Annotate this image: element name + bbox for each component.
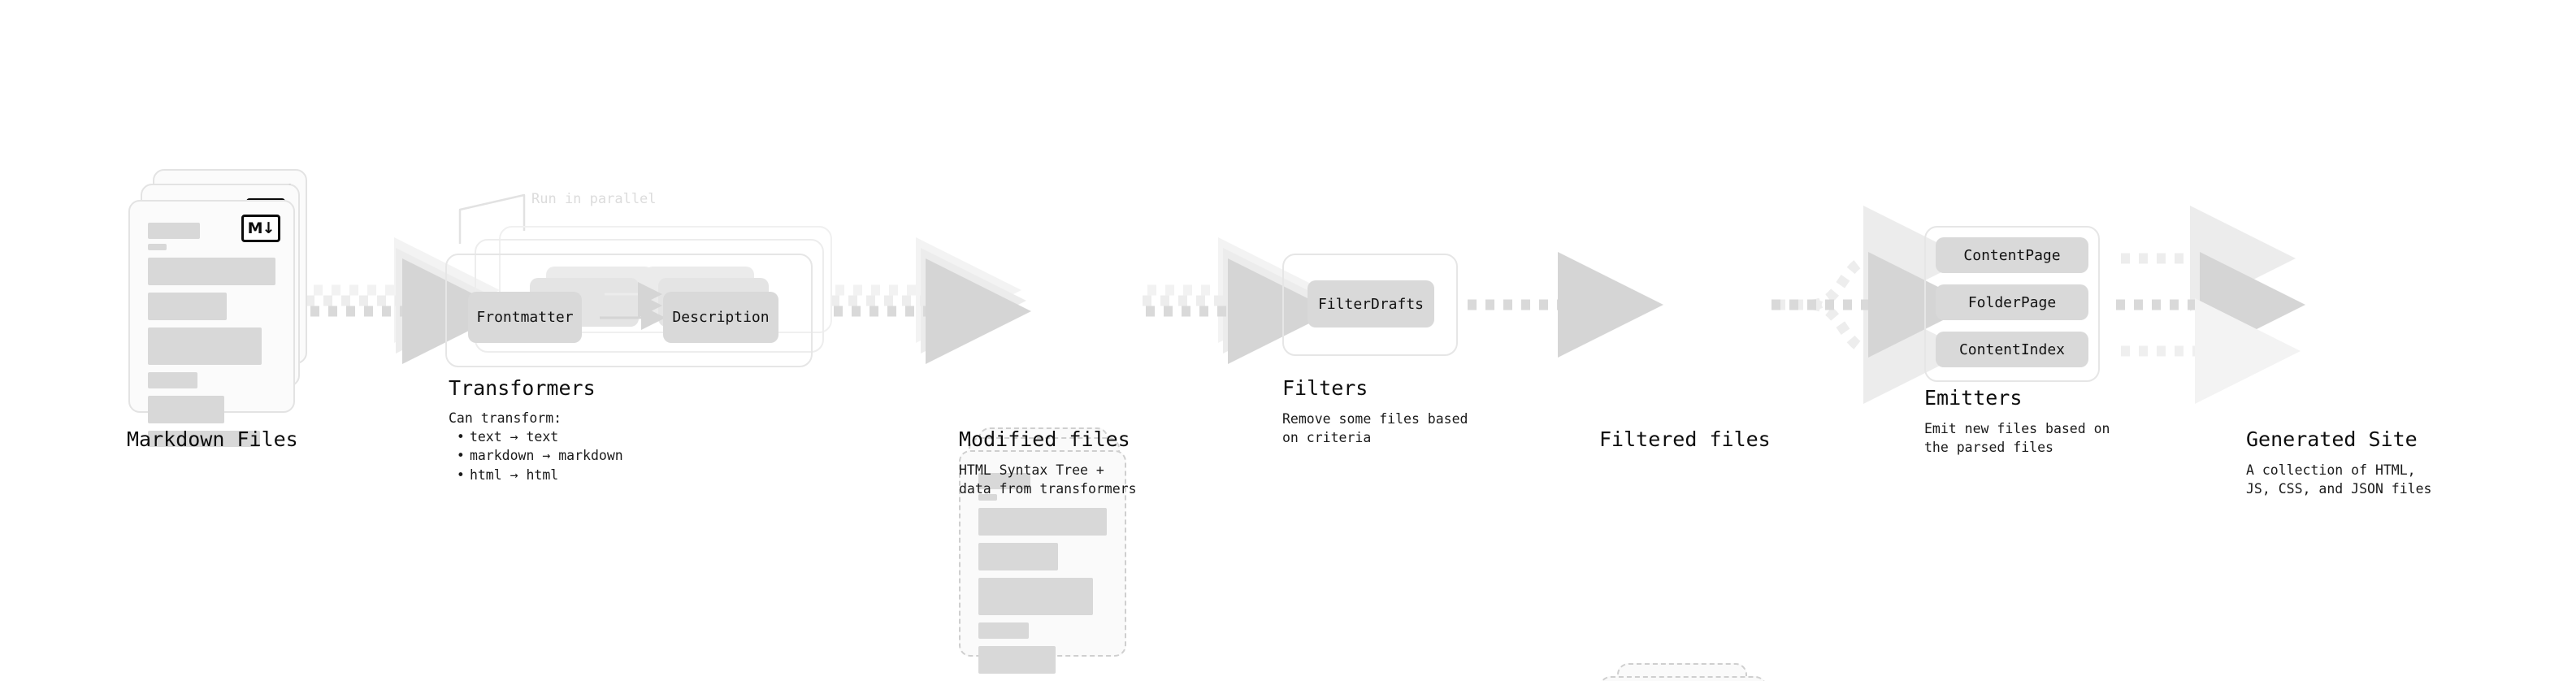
list-item: • text → text <box>449 428 559 445</box>
pill-label: FolderPage <box>1967 293 2057 311</box>
pill-label: FilterDrafts <box>1317 295 1425 313</box>
pill-label: ContentPage <box>1963 246 2061 264</box>
caption-emitters: Emitters Emit new files based on the par… <box>1924 387 2110 457</box>
pill-contentpage[interactable]: ContentPage <box>1936 237 2088 273</box>
skeleton-bar <box>978 578 1093 615</box>
stage-title: Generated Site <box>2246 427 2418 451</box>
skeleton-bar <box>978 543 1058 570</box>
card-skeleton-content <box>148 223 275 447</box>
skeleton-bar <box>148 327 262 365</box>
skeleton-bar <box>148 258 275 285</box>
stage-subtitle: Remove some files based on criteria <box>1282 410 1468 445</box>
pill-label: ContentIndex <box>1958 340 2066 358</box>
markdown-card-front: M↓ <box>128 200 295 447</box>
card-skeleton-content <box>978 473 1107 681</box>
stage-transformers: Frontmatter Description <box>445 226 852 367</box>
pill-contentindex[interactable]: ContentIndex <box>1936 332 2088 367</box>
filtered-card-front <box>1599 676 1767 681</box>
stage-subtitle: A collection of HTML, JS, CSS, and JSON … <box>2246 462 2432 497</box>
stage-subtitle: HTML Syntax Tree + data from transformer… <box>959 462 1137 497</box>
run-in-parallel-label: Run in parallel <box>531 191 657 207</box>
skeleton-bar <box>148 293 228 320</box>
skeleton-bar <box>148 244 167 250</box>
stage-subtitle: Emit new files based on the parsed files <box>1924 420 2110 455</box>
pill-description[interactable]: Description <box>663 292 778 343</box>
pill-label: Description <box>672 309 770 326</box>
skeleton-bar <box>978 473 1030 489</box>
modified-card-front <box>959 450 1126 674</box>
stage-title: Modified files <box>959 427 1130 451</box>
stage-subtitle: Can transform: <box>449 410 562 426</box>
caption-generated-site: Generated Site A collection of HTML, JS,… <box>2246 428 2431 498</box>
stage-title: Transformers <box>449 376 596 400</box>
list-item-label: html → html <box>469 466 559 483</box>
stage-title: Filters <box>1282 376 1368 400</box>
markdown-badge-front: M↓ <box>241 215 280 242</box>
stage-filters: FilterDrafts <box>1282 254 1461 356</box>
skeleton-bar <box>978 494 997 501</box>
connector-emitters-to-site <box>2116 206 2305 404</box>
stage-title: Emitters <box>1924 386 2023 410</box>
pill-folderpage[interactable]: FolderPage <box>1936 284 2088 320</box>
stage-emitters: ContentPage FolderPage ContentIndex <box>1924 226 2111 385</box>
skeleton-bar <box>148 431 261 447</box>
connector-modified-to-filters <box>1143 237 1334 364</box>
skeleton-bar <box>978 622 1029 639</box>
filters-group-box <box>1282 254 1458 356</box>
connector-filtered-to-emitters <box>1772 206 1974 404</box>
skeleton-bar <box>148 396 225 423</box>
markdown-badge-label: M↓ <box>241 215 280 242</box>
list-item: • html → html <box>449 466 559 483</box>
caption-filtered-files: Filtered files <box>1599 428 1771 451</box>
connector-md-to-transformers <box>306 237 508 364</box>
transformer-group-front <box>445 254 813 367</box>
skeleton-bar <box>978 508 1107 536</box>
stage-title: Filtered files <box>1599 427 1771 451</box>
caption-transformers: Transformers Can transform: • text → tex… <box>449 377 623 484</box>
stage-modified-files <box>959 427 1146 674</box>
skeleton-bar <box>978 646 1056 674</box>
pill-filterdrafts[interactable]: FilterDrafts <box>1308 280 1434 327</box>
transform-bullet-list: • text → text • markdown → markdown • ht… <box>449 427 623 484</box>
stage-title: Markdown Files <box>127 427 298 451</box>
pill-frontmatter[interactable]: Frontmatter <box>468 292 582 343</box>
emitters-group-box <box>1924 226 2100 382</box>
caption-markdown-files: Markdown Files <box>127 428 298 451</box>
list-item-label: text → text <box>469 428 559 445</box>
skeleton-bar <box>148 372 198 388</box>
stage-filtered-files <box>1599 663 1786 681</box>
skeleton-bar <box>148 223 200 239</box>
stage-markdown-files: M↓ M↓ M↓ <box>128 169 315 447</box>
list-item-label: markdown → markdown <box>469 448 623 464</box>
pill-label: Frontmatter <box>476 309 574 326</box>
list-item: • markdown → markdown <box>449 448 623 464</box>
caption-modified-files: Modified files HTML Syntax Tree + data f… <box>959 428 1137 498</box>
caption-filters: Filters Remove some files based on crite… <box>1282 377 1468 447</box>
